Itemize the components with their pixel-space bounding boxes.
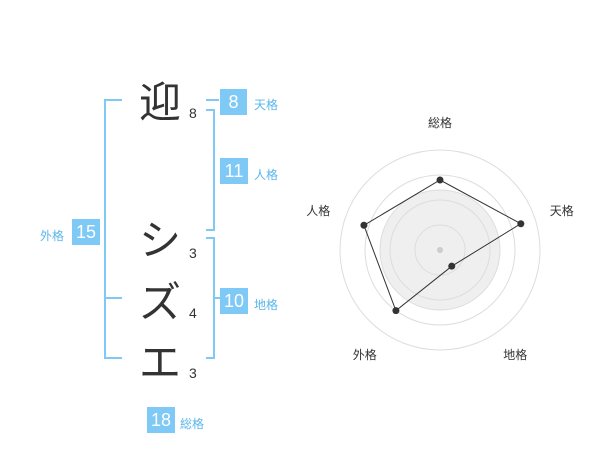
stroke-count-3: 4 [189,305,197,321]
radar-axis-label-jinkaku: 人格 [306,204,331,219]
name-char-1: 迎 [138,78,181,127]
radar-axis-label-chikaku: 地格 [503,347,528,362]
radar-point-2 [448,262,456,270]
tenkaku-label: 天格 [254,98,279,112]
radar-axis-label-soukaku: 総格 [427,116,452,130]
radar-ring-4 [339,149,541,351]
name-char-4: エ [138,338,181,387]
stroke-count-1: 8 [189,105,197,121]
radar-point-3 [392,307,400,315]
stroke-count-4: 3 [189,365,197,381]
radar-point-1 [517,220,525,228]
name-char-2: シ [138,216,181,265]
radar-axis-label-tenkaku: 天格 [549,204,574,219]
radar-center-dot [437,247,443,253]
gaikaku-value: 15 [72,219,100,245]
gaikaku-bracket [104,99,122,359]
tenkaku-value: 8 [220,89,247,115]
radar-point-4 [360,221,368,229]
radar-point-0 [436,176,444,184]
radar-axis-label-gaikaku: 外格 [352,347,377,362]
chikaku-value: 10 [220,288,248,314]
radar-ring-3 [364,174,516,326]
soukaku-value: 18 [147,407,175,433]
name-char-3: ズ [138,278,181,327]
gaikaku-label: 外格 [40,229,65,243]
radar-ring-2 [389,199,491,301]
chikaku-label: 地格 [254,298,279,312]
soukaku-label: 総格 [180,417,205,431]
jinkaku-label: 人格 [254,168,279,182]
jinkaku-value: 11 [220,158,248,184]
jinkaku-bracket [206,109,215,231]
stroke-count-2: 3 [189,245,197,261]
radar-data-polygon [363,179,522,312]
